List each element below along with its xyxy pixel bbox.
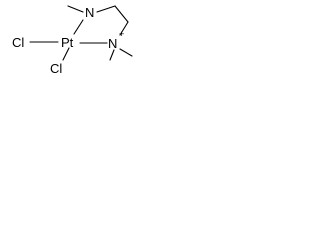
atom-label-cl-top: Cl bbox=[12, 35, 24, 50]
atom-label-n-right: N bbox=[108, 36, 117, 51]
bond-n-right-methyl-a bbox=[109, 49, 115, 61]
bond-n-top-ch2 bbox=[96, 5, 116, 13]
bond-ch2-n-right bbox=[119, 21, 129, 36]
atom-charge-n-right: + bbox=[119, 29, 124, 39]
bond-pt-n-top bbox=[73, 19, 84, 35]
bond-ch2-ch2 bbox=[114, 5, 129, 23]
bond-n-right-methyl-b bbox=[119, 48, 133, 57]
chemical-structure-diagram: Cl Cl Pt N N + bbox=[12, 5, 133, 76]
bond-pt-cl-bottom bbox=[62, 47, 70, 61]
bond-n-top-methyl bbox=[67, 5, 84, 13]
atom-label-pt: Pt bbox=[61, 35, 74, 50]
atom-label-cl-bottom: Cl bbox=[50, 61, 62, 76]
atom-label-n-top: N bbox=[85, 5, 94, 20]
